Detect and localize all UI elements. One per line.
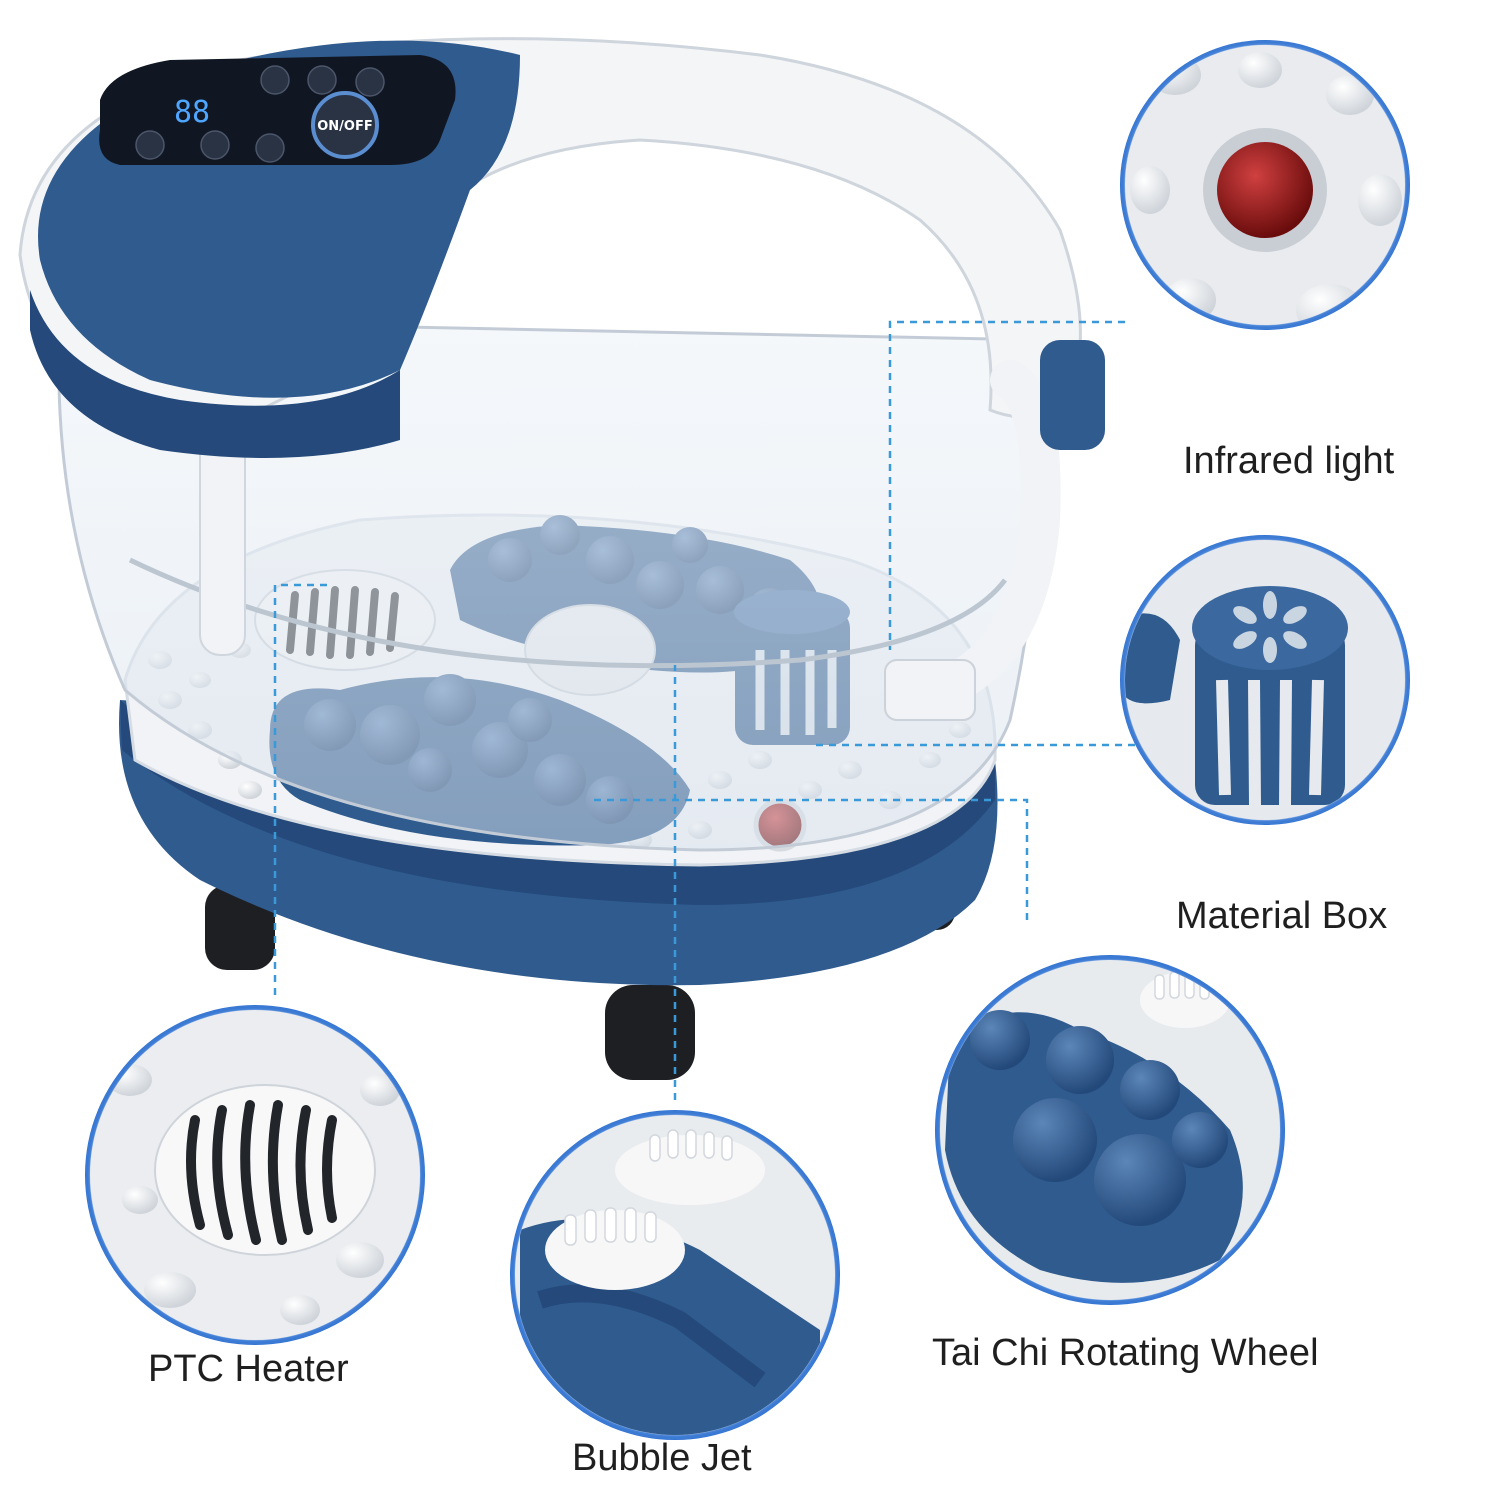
label-bubble-jet: Bubble Jet [572, 1437, 752, 1479]
leader-taichi [590, 798, 1029, 920]
panel-button[interactable] [135, 130, 165, 160]
panel-button[interactable] [307, 65, 337, 95]
power-button-label: ON/OFF [317, 119, 373, 134]
panel-button[interactable] [355, 67, 385, 97]
infrared-lens-icon [1217, 142, 1313, 238]
leader-ptc [273, 583, 330, 995]
label-tai-chi-rotating-wheel: Tai Chi Rotating Wheel [932, 1332, 1319, 1374]
power-button[interactable] [311, 91, 379, 159]
panel-button[interactable] [200, 130, 230, 160]
temperature-display: 88 [174, 95, 210, 130]
panel-button[interactable] [260, 65, 290, 95]
leader-lines [273, 320, 1135, 1100]
callout-infrared-circle [1120, 40, 1410, 330]
callout-material-circle [1120, 535, 1410, 825]
callout-taichi-circle [935, 955, 1285, 1305]
label-material-box: Material Box [1176, 895, 1388, 937]
panel-button[interactable] [255, 133, 285, 163]
label-ptc-heater: PTC Heater [148, 1348, 349, 1390]
label-infrared-light: Infrared light [1183, 440, 1395, 482]
foot-spa: 88 ON/OFF [18, 37, 1105, 1080]
control-panel: 88 ON/OFF [99, 55, 456, 165]
leader-infrared [888, 320, 1125, 650]
callout-ptc-circle [85, 1005, 425, 1345]
callout-bubble-circle [510, 1110, 840, 1440]
